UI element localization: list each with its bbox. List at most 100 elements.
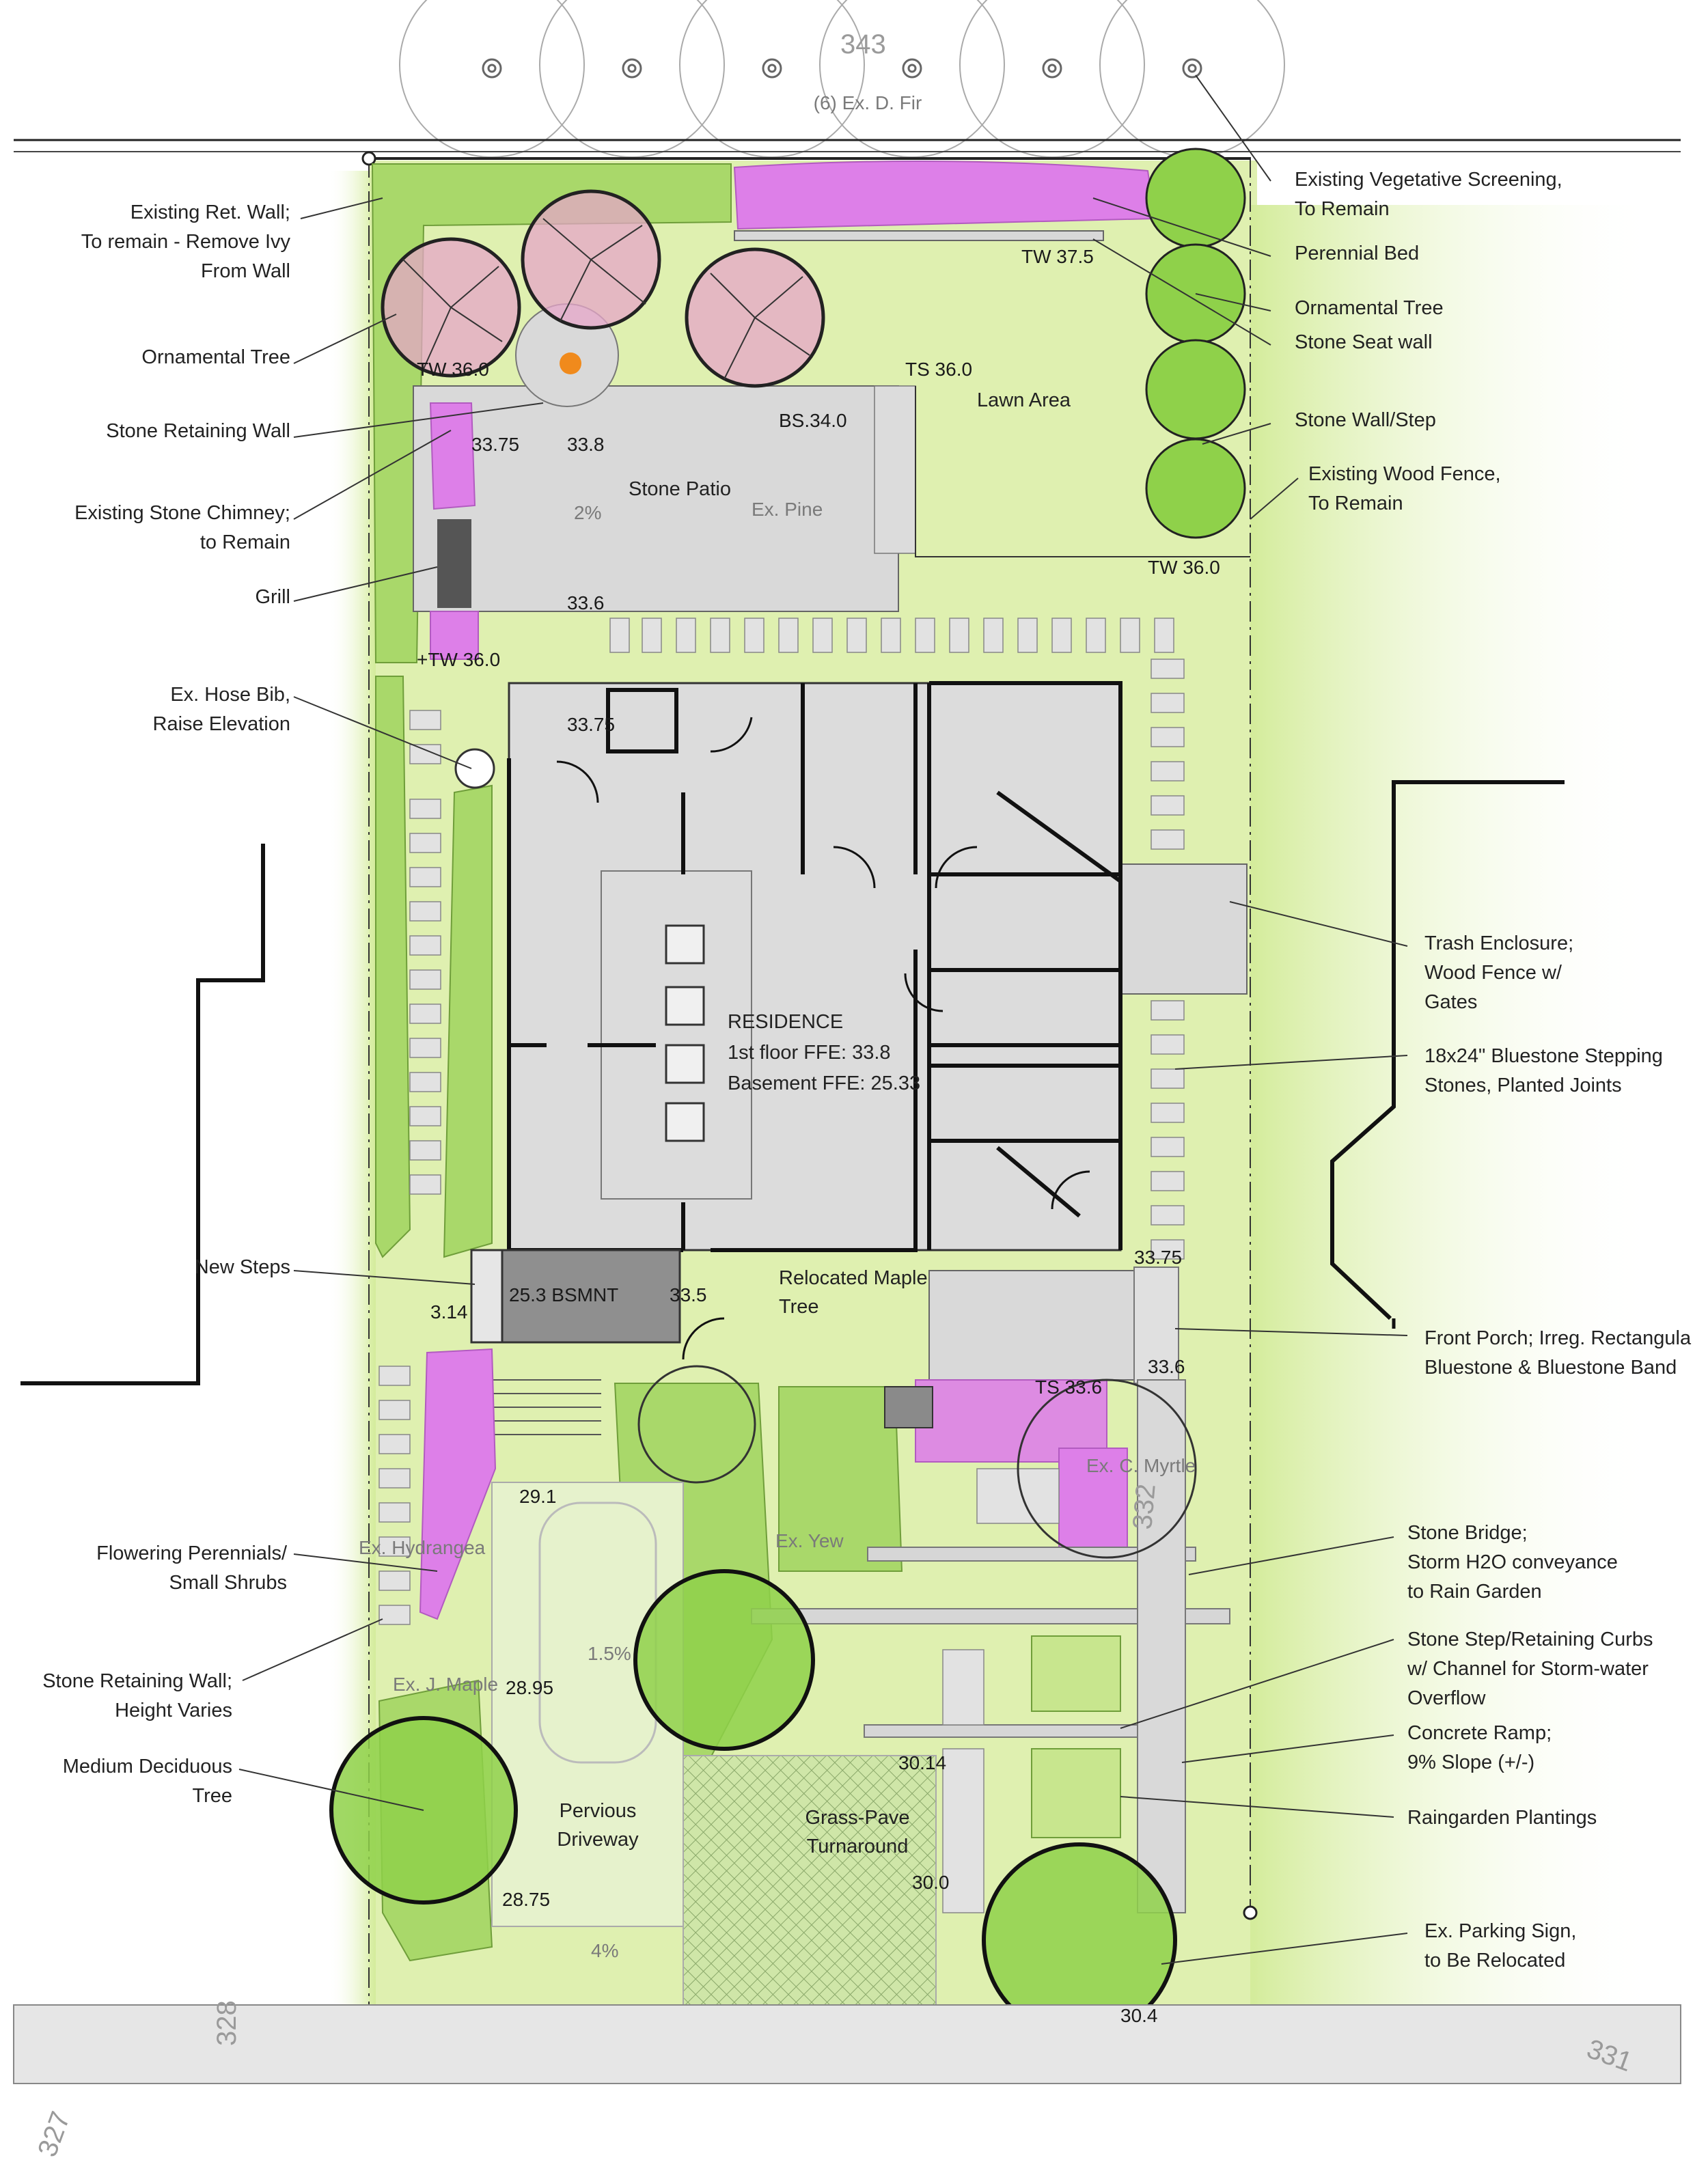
patio-perennial-2 [430,611,479,660]
svg-text:Ornamental Tree: Ornamental Tree [1295,297,1444,319]
svg-text:29.1: 29.1 [519,1486,557,1507]
west-hedge-strip [375,676,411,1258]
svg-text:Small Shrubs: Small Shrubs [169,1572,287,1594]
svg-text:to Rain Garden: to Rain Garden [1407,1581,1542,1603]
svg-text:Bluestone & Bluestone Band: Bluestone & Bluestone Band [1424,1357,1677,1379]
svg-text:33.6: 33.6 [1148,1356,1185,1377]
svg-text:to Remain: to Remain [200,531,290,553]
ex-myrtle-canopy [1017,1379,1197,1559]
svg-text:Raingarden Plantings: Raingarden Plantings [1407,1807,1597,1829]
ex-yew-label: Ex. Yew [775,1530,844,1551]
raingarden-beds [942,1468,1121,1913]
svg-text:33.75: 33.75 [471,434,519,455]
residence-label: RESIDENCE [728,1011,843,1033]
relocated-maple-label-1: Relocated Maple [779,1267,928,1289]
svg-text:Stone Wall/Step: Stone Wall/Step [1295,409,1436,431]
patio-slope-label: 2% [574,502,601,523]
svg-text:Existing Wood Fence,: Existing Wood Fence, [1308,463,1501,485]
svg-text:+TW 36.0: +TW 36.0 [417,649,500,670]
fir-trees-label: (6) Ex. D. Fir [814,92,922,113]
stepping-stones-east [1151,659,1185,1260]
callout-leaders [238,74,1408,1965]
fir-tree-trunks [482,58,1202,79]
concrete-ramp [1137,1379,1186,1913]
svg-text:Tree: Tree [192,1785,232,1807]
svg-text:Perennial Bed: Perennial Bed [1295,243,1419,264]
svg-text:Grill: Grill [255,586,290,608]
svg-text:Stone Step/Retaining Curbs: Stone Step/Retaining Curbs [1407,1629,1653,1650]
stepping-stones-north [609,618,1174,653]
svg-text:Stones, Planted Joints: Stones, Planted Joints [1424,1075,1622,1096]
svg-text:TS 33.6: TS 33.6 [1035,1376,1102,1398]
contour-label-327: 327 [32,2107,76,2161]
svg-text:Raise Elevation: Raise Elevation [153,713,291,735]
basement-elevation: 25.3 BSMNT [509,1284,618,1305]
lawn-area-label: Lawn Area [977,389,1071,411]
svg-text:Front Porch; Irreg. Rectangula: Front Porch; Irreg. Rectangula [1424,1327,1692,1349]
property-corner-nw [361,151,376,166]
stair-treads [665,924,705,1142]
grass-pave-label-2: Turnaround [807,1836,909,1857]
svg-text:To Remain: To Remain [1308,493,1403,514]
svg-text:Concrete Ramp;: Concrete Ramp; [1407,1722,1552,1744]
svg-text:TS 36.0: TS 36.0 [905,359,972,380]
svg-text:Height Varies: Height Varies [115,1700,232,1721]
svg-text:Stone Retaining Wall;: Stone Retaining Wall; [42,1670,232,1692]
svg-text:TW 36.0: TW 36.0 [1148,557,1220,578]
chimney-marker [560,352,581,374]
svg-text:28.95: 28.95 [506,1677,553,1698]
residence-interior-core [601,870,752,1200]
svg-text:BS.34.0: BS.34.0 [779,410,847,431]
west-hedge-north [371,163,732,663]
svg-text:w/ Channel for Storm-water: w/ Channel for Storm-water [1407,1658,1649,1680]
svg-text:Stone Bridge;: Stone Bridge; [1407,1522,1528,1544]
svg-text:To Remain: To Remain [1295,198,1390,220]
apron-slope-label: 4% [591,1940,618,1961]
svg-text:From Wall: From Wall [201,260,290,282]
ornamental-tree-branches [402,218,810,380]
svg-text:To remain - Remove Ivy: To remain - Remove Ivy [81,231,291,253]
retaining-curb [864,1724,1138,1738]
residence-footprint [508,682,1122,1251]
svg-text:Trash Enclosure;: Trash Enclosure; [1424,932,1573,954]
svg-text:Wood Fence w/: Wood Fence w/ [1424,962,1562,984]
grass-pave-turnaround [683,1755,937,2050]
svg-text:Ornamental Tree: Ornamental Tree [141,346,290,368]
perennial-bed-north [733,160,1156,230]
medium-deciduous-tree-yew [633,1569,815,1751]
lawn-gradient-west [328,171,376,2015]
neighbor-building-west [20,844,265,1385]
svg-text:Overflow: Overflow [1407,1687,1486,1709]
svg-text:18x24" Bluestone Stepping: 18x24" Bluestone Stepping [1424,1045,1663,1067]
trash-enclosure [1120,863,1248,995]
front-bed-center [778,1386,903,1572]
svg-text:28.75: 28.75 [502,1889,550,1910]
neighbor-building-east [1330,780,1565,1320]
basement-ffe: Basement FFE: 25.33 [728,1072,920,1094]
svg-text:33.75: 33.75 [1134,1247,1182,1268]
new-steps [470,1249,504,1344]
lawn-wall [915,386,1250,557]
door-swings [556,717,1090,1360]
contour-label-343: 343 [840,29,886,59]
svg-text:Storm H2O conveyance: Storm H2O conveyance [1407,1551,1618,1573]
property-corner-se [1243,1905,1258,1920]
svg-text:Flowering Perennials/: Flowering Perennials/ [96,1542,288,1564]
stone-patio [413,385,899,612]
stone-patio-label: Stone Patio [629,478,731,500]
svg-text:33.8: 33.8 [567,434,605,455]
left-callouts: Existing Ret. Wall; To remain - Remove I… [42,202,290,1807]
svg-text:Ex. Hose Bib,: Ex. Hose Bib, [170,684,290,706]
svg-text:Stone Retaining Wall: Stone Retaining Wall [106,420,290,442]
patio-perennial-1 [429,402,476,510]
svg-text:TW 37.5: TW 37.5 [1021,246,1094,267]
first-floor-ffe: 1st floor FFE: 33.8 [728,1042,891,1064]
grill [437,519,471,608]
driveway-slope-label: 1.5% [588,1643,631,1664]
stone-seat-wall [734,230,1104,241]
hose-bib [454,748,495,789]
elevation-tags: TW 37.5 TS 36.0 TW 36.0 BS.34.0 33.75 33… [417,246,1220,2026]
step-treads [492,1379,601,1435]
contour-label-332: 332 [1127,1482,1161,1530]
